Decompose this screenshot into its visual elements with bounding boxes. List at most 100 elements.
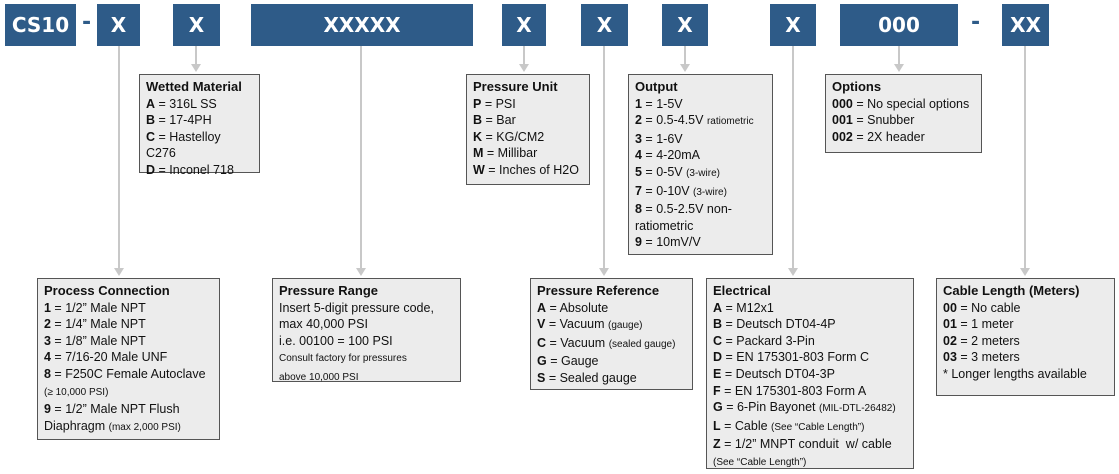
list-item: 02 = 2 meters [943,333,1108,350]
list-item: 5 = 0-5V (3-wire) [635,164,766,183]
list-item: G = 6-Pin Bayonet (MIL-DTL-26482) [713,399,907,418]
option-code: A [713,300,723,315]
option-code: F [713,383,721,398]
option-note: (sealed gauge) [608,338,676,350]
pressure-unit-title: Pressure Unit [473,79,558,94]
option-code: 02 [943,333,957,348]
code-cs10: CS10 [5,4,76,46]
option-code: A [146,96,156,111]
arrowhead-range [356,268,366,276]
option-code: 9 [635,235,642,250]
option-description: = Millibar [483,146,538,161]
option-description: * Longer lengths available [943,366,1087,381]
arrowhead-options [894,64,904,72]
option-description: = Deutsch DT04-4P [722,317,836,332]
option-code: 2 [44,317,51,332]
option-code: 2 [635,113,642,128]
option-code: 3 [635,131,642,146]
option-code: 4 [44,350,51,365]
option-code: W [473,162,485,177]
option-description: = Bar [482,113,516,128]
list-item: Z = 1/2” MNPT conduit w/ cable [713,436,907,453]
option-description: = 1-5V [641,96,683,111]
option-code: 01 [943,317,957,332]
option-description: = 7/16-20 Male UNF [50,350,168,365]
option-code: K [473,129,483,144]
option-description: = 2X header [852,129,925,144]
option-note: (max 2,000 PSI) [108,421,181,433]
list-item: G = Gauge [537,353,686,370]
list-item: 7 = 0-10V (3-wire) [635,183,766,202]
option-description: Insert 5-digit pressure code, [279,300,434,315]
list-item: C = Vacuum (sealed gauge) [537,335,686,354]
arrowhead-cable [1020,268,1030,276]
option-description: = No special options [852,96,970,111]
option-description: = EN 175301-803 Form C [722,350,869,365]
list-item: A = Absolute [537,300,686,317]
option-code: B [713,317,723,332]
arrowhead-reference [599,268,609,276]
arrowhead-process [114,268,124,276]
code-options: 000 [840,4,958,46]
option-code: E [713,366,722,381]
cable-length-title: Cable Length (Meters) [943,283,1080,298]
option-code: 001 [832,113,853,128]
option-description: = Absolute [546,300,609,315]
option-code: G [537,354,547,369]
option-code: 1 [635,96,642,111]
list-item: 2 = 0.5-4.5V ratiometric [635,112,766,131]
code-pressure-reference: X [581,4,628,46]
list-item: C = Hastelloy C276 [146,129,253,162]
option-description: = 1/2” Male NPT [50,300,146,315]
list-item: 4 = 4-20mA [635,147,766,164]
option-description: = 6-Pin Bayonet [722,400,819,415]
option-description: = Gauge [546,354,599,369]
option-description: = EN 175301-803 Form A [720,383,867,398]
option-description: = 0-10V [641,183,694,198]
option-note: (3-wire) [686,167,720,179]
code-dash-1: - [82,10,92,35]
option-code: 8 [635,202,642,217]
option-description: = 1-6V [641,131,683,146]
options-title: Options [832,79,882,94]
list-item: ratiometric [635,218,766,235]
list-item: F = EN 175301-803 Form A [713,383,907,400]
option-code: B [473,113,483,128]
arrowhead-unit [519,64,529,72]
option-description: = Cable [720,418,772,433]
option-description: = Sealed gauge [545,370,637,385]
option-description: max 40,000 PSI [279,317,368,332]
pressure-range-title: Pressure Range [279,283,378,298]
option-code: C [537,335,547,350]
list-item: 9 = 1/2” Male NPT Flush [44,401,213,418]
option-description: = 1/8” Male NPT [50,333,146,348]
process-connection-title: Process Connection [44,283,170,298]
option-description: = PSI [481,96,516,111]
code-output: X [662,4,708,46]
option-description: = Inches of H2O [484,162,579,177]
code-wetted-material: X [173,4,220,46]
wetted-material-title: Wetted Material [146,79,242,94]
option-note: (See “Cable Length”) [713,456,807,468]
list-item: K = KG/CM2 [473,129,583,146]
option-code: 9 [44,402,51,417]
list-item: A = 316L SS [146,96,253,113]
option-description: = Inconel 718 [155,162,234,177]
option-code: C [713,333,723,348]
option-code: 03 [943,350,957,365]
list-item: E = Deutsch DT04-3P [713,366,907,383]
option-code: D [713,350,723,365]
option-description: = Deutsch DT04-3P [721,366,835,381]
option-note: ratiometric [706,116,754,128]
option-description: = Packard 3-Pin [722,333,815,348]
list-item: * Longer lengths available [943,366,1108,383]
list-item: 001 = Snubber [832,112,975,129]
option-code: P [473,96,482,111]
list-item: D = Inconel 718 [146,162,253,179]
